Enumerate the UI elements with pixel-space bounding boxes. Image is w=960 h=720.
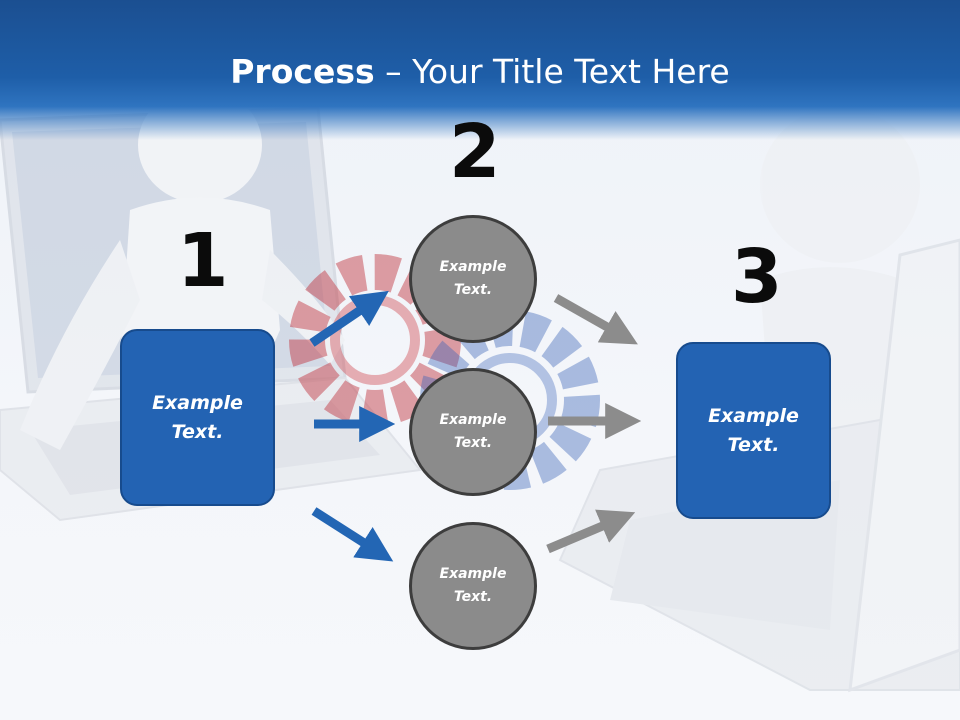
step-3-line-1: Example [708,404,799,427]
circle-middle-line-1: Example [439,412,507,428]
step-3-line-2: Text. [727,433,780,456]
step-1-line-1: Example [152,391,243,414]
step-1-box[interactable]: Example Text. [120,329,275,506]
step-2-circle-top[interactable]: Example Text. [409,215,537,343]
arrow-gray-down [553,294,638,345]
arrow-blue-up [309,290,389,347]
arrow-blue-down [311,507,394,562]
step-number-1: 1 [177,218,229,304]
title-bar [0,0,960,140]
circle-middle-line-2: Text. [453,435,493,451]
step-1-line-2: Text. [171,420,224,443]
step-2-circle-bottom[interactable]: Example Text. [409,522,537,650]
circle-top-line-2: Text. [453,282,493,298]
title-bold: Process [230,52,375,91]
title-rest: – Your Title Text Here [374,52,730,91]
circle-top-line-1: Example [439,259,507,275]
step-2-circle-middle[interactable]: Example Text. [409,368,537,496]
slide-title: Process – Your Title Text Here [0,52,960,91]
circle-bottom-line-2: Text. [453,589,493,605]
circle-bottom-line-1: Example [439,566,507,582]
step-3-box[interactable]: Example Text. [676,342,831,519]
step-number-2: 2 [449,109,501,195]
arrow-gray-up [546,509,636,554]
step-number-3: 3 [731,234,783,320]
